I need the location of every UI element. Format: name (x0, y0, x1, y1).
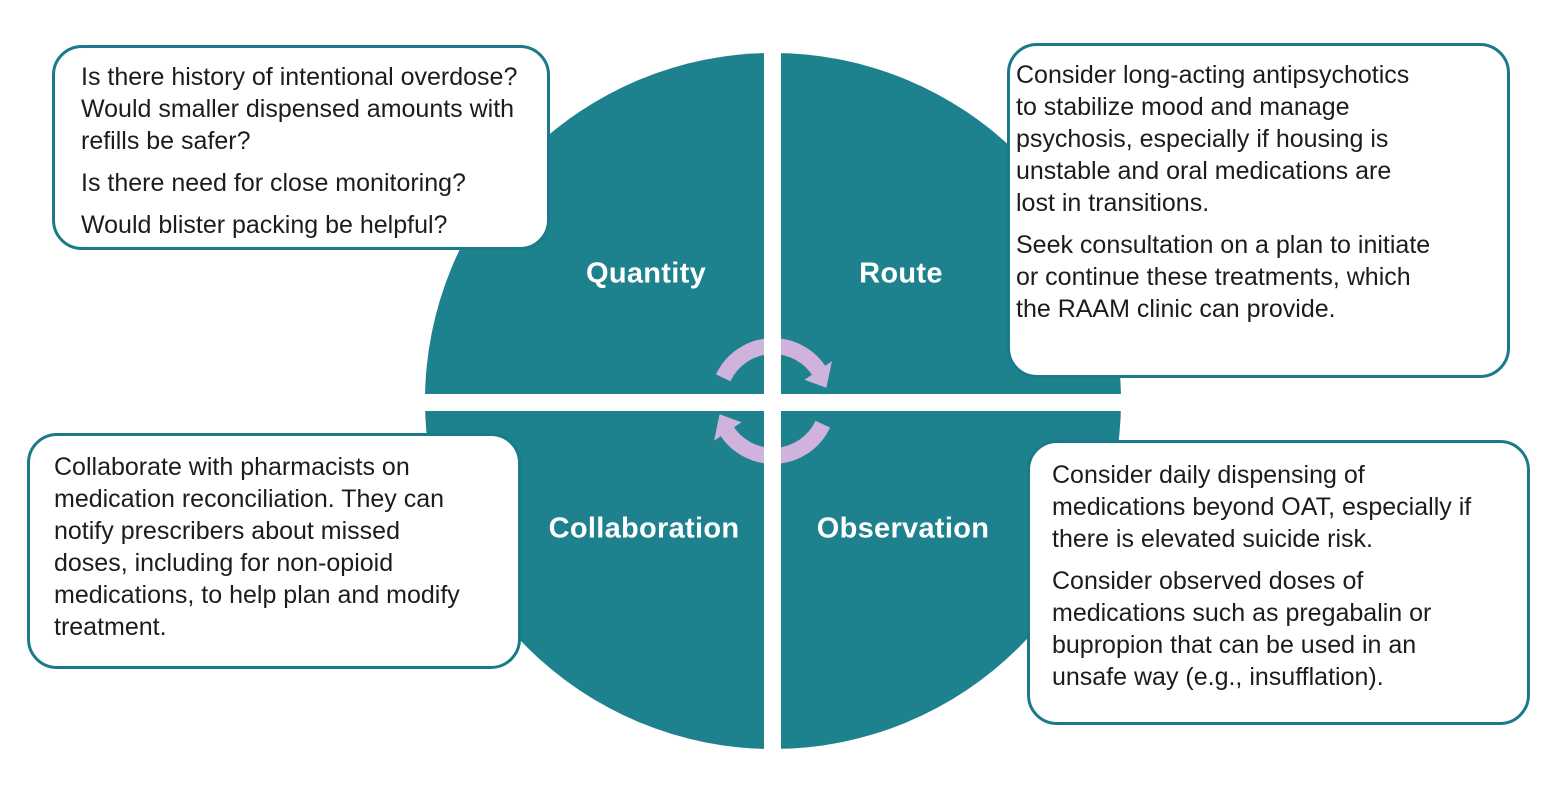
cycle-arrowhead-bottom (714, 414, 742, 441)
callout-observation: Consider daily dispensing of medications… (1027, 440, 1530, 725)
callout-collaboration: Collaborate with pharmacists on medicati… (27, 433, 521, 669)
callout-paragraph: Would blister packing be helpful? (81, 211, 448, 239)
callout-paragraph: Consider daily dispensing of medications… (1052, 461, 1472, 553)
quadrant-label-collaboration: Collaboration (548, 512, 740, 545)
cycle-arrowhead-top (804, 361, 832, 388)
callout-paragraph: Is there need for close monitoring? (81, 169, 466, 197)
callout-paragraph: Seek consultation on a plan to initiate … (1016, 231, 1431, 323)
quadrant-divider-horizontal (420, 394, 1128, 411)
callout-quantity: Is there history of intentional overdose… (52, 45, 550, 250)
callout-route: Consider long-acting antipsychotics to s… (1007, 43, 1510, 378)
callout-paragraph: Consider observed doses of medications s… (1052, 567, 1432, 691)
quadrant-label-observation: Observation (816, 512, 990, 545)
quadrant-label-route: Route (859, 257, 943, 290)
quadrant-label-quantity: Quantity (585, 257, 707, 290)
callout-paragraph: Collaborate with pharmacists on medicati… (54, 453, 460, 641)
callout-paragraph: Consider long-acting antipsychotics to s… (1016, 61, 1410, 217)
callout-paragraph: Is there history of intentional overdose… (81, 63, 518, 155)
